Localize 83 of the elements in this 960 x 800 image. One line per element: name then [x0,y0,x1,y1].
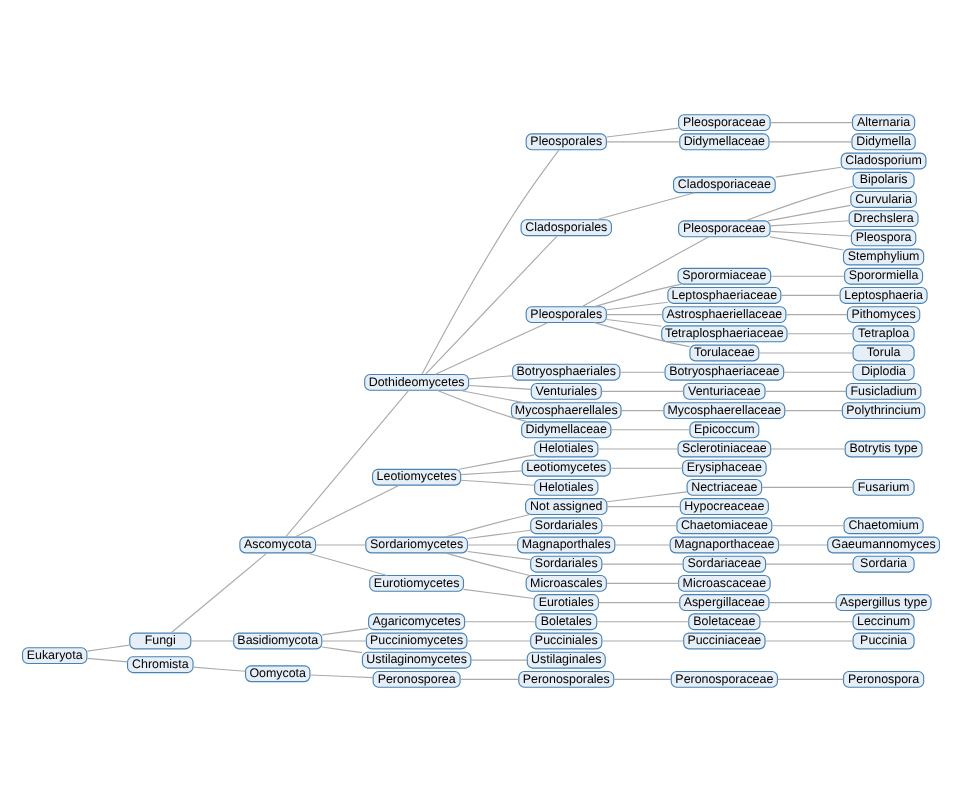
connector [458,677,519,679]
connector [779,293,840,295]
connector [465,639,530,641]
connector [592,282,682,307]
connector [777,543,827,545]
connector [459,478,535,485]
connector [596,447,678,449]
connector [466,549,531,560]
connector [605,126,678,137]
connector [767,140,852,142]
connector [459,469,522,475]
connector [443,551,530,575]
connector [595,620,689,622]
connector [580,235,708,307]
connector [600,562,683,564]
connector [763,639,853,641]
connector [169,551,267,633]
connector [597,601,680,603]
connector [782,370,853,372]
connector [785,332,853,334]
connector [435,388,528,422]
connector [305,551,387,575]
connector [768,235,843,250]
connector [600,639,683,641]
connector [768,229,851,236]
connector [467,383,531,389]
connector [763,389,846,391]
connector [619,409,664,411]
connector [618,370,665,372]
connector [769,274,845,276]
connector [314,543,366,545]
connector [457,453,534,469]
connector [594,191,694,220]
connector [605,581,678,583]
connector [592,321,690,347]
connector [320,639,366,641]
connector [605,490,687,502]
connector [462,587,534,599]
connector [609,428,690,430]
connector [768,219,849,226]
connector [766,203,850,221]
connector [443,512,530,537]
connector [605,313,663,315]
connector [420,148,559,374]
connector [608,466,683,468]
connector [605,300,668,310]
connector [612,677,671,679]
connector [774,165,841,177]
connector [308,673,373,678]
connector [767,601,836,603]
connector [433,321,548,375]
connector [467,374,513,379]
connector [424,234,558,374]
connector [284,388,409,537]
connector [189,639,233,641]
connector [764,562,853,564]
connector [769,447,845,449]
connector [605,317,662,326]
connector [466,528,531,539]
connector [605,505,680,507]
connector [463,620,536,622]
connector [760,485,853,487]
connector [293,483,399,537]
connector [469,658,527,660]
connector [85,643,130,651]
connector [768,121,852,123]
connector [744,184,853,221]
connector [85,656,127,662]
connector [457,388,524,403]
connector [613,543,670,545]
connector [758,620,853,622]
connector [784,313,847,315]
connector [783,409,842,411]
connector [776,677,843,679]
connector [320,645,362,653]
connector [191,665,245,671]
connector [320,626,368,635]
connector [600,524,677,526]
connector [605,140,680,142]
connector [770,524,844,526]
connector [757,351,853,353]
connector [600,389,684,391]
connector [466,543,517,545]
